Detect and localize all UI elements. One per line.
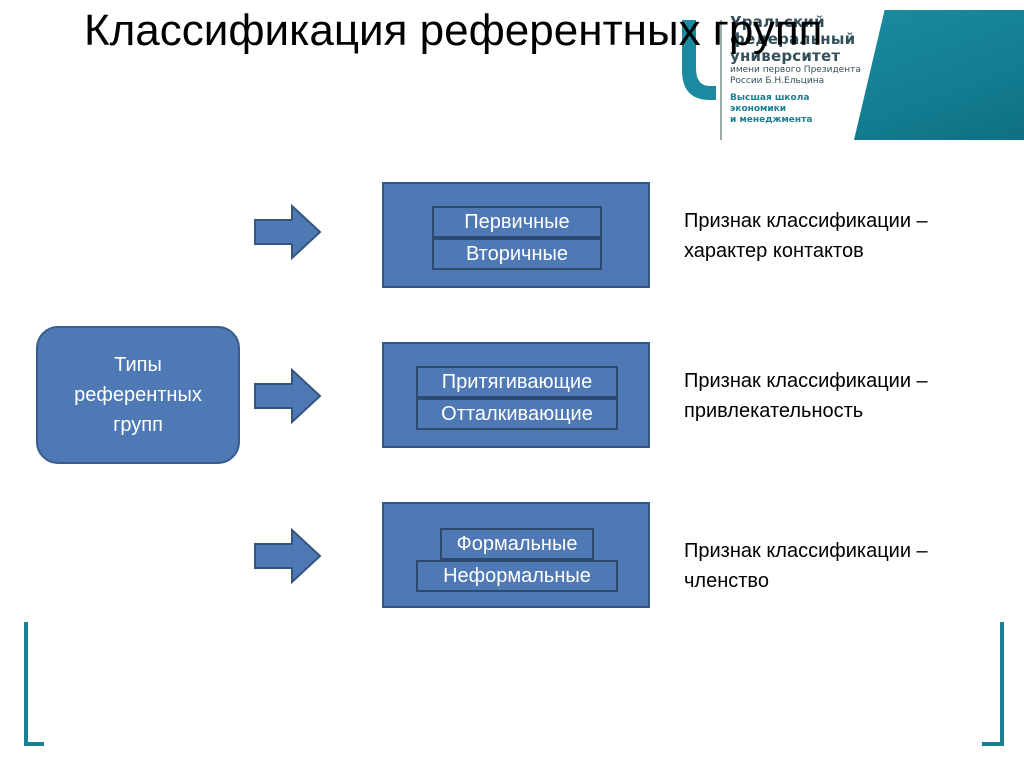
logo-line-4: имени первого Президента	[730, 65, 861, 75]
logo-line-8: и менеджмента	[730, 115, 813, 125]
decorative-corner-left	[24, 622, 44, 746]
arrow-right-icon	[254, 368, 322, 424]
logo-divider	[720, 20, 722, 140]
root-node-reference-group-types: Типы референтных групп	[36, 326, 240, 464]
item-formal: Формальные	[440, 528, 594, 560]
group-box-attractiveness: Притягивающие Отталкивающие	[382, 342, 650, 448]
logo-line-7: экономики	[730, 104, 787, 114]
criterion-attractiveness: Признак классификации – привлекательност…	[684, 366, 928, 426]
university-logo: Уральский федеральный университет имени …	[676, 0, 1024, 148]
logo-teal-band	[854, 10, 1024, 140]
item-informal: Неформальные	[416, 560, 618, 592]
arrow-right-icon	[254, 528, 322, 584]
logo-line-2: федеральный	[730, 30, 856, 48]
criterion-value: членство	[684, 570, 769, 592]
decorative-corner-right	[982, 622, 1004, 746]
logo-text: Уральский федеральный университет имени …	[730, 14, 861, 126]
criterion-membership: Признак классификации – членство	[684, 536, 928, 596]
logo-u-mark-icon	[682, 20, 716, 100]
criterion-contacts: Признак классификации – характер контакт…	[684, 206, 928, 266]
criterion-label: Признак классификации –	[684, 210, 928, 232]
criterion-value: характер контактов	[684, 240, 864, 262]
criterion-label: Признак классификации –	[684, 540, 928, 562]
criterion-value: привлекательность	[684, 400, 864, 422]
logo-line-6: Высшая школа	[730, 93, 810, 103]
item-secondary: Вторичные	[432, 238, 602, 270]
logo-line-1: Уральский	[730, 13, 825, 31]
criterion-label: Признак классификации –	[684, 370, 928, 392]
group-box-contacts: Первичные Вторичные	[382, 182, 650, 288]
logo-line-5: России Б.Н.Ельцина	[730, 76, 825, 86]
group-box-membership: Формальные Неформальные	[382, 502, 650, 608]
item-attracting: Притягивающие	[416, 366, 618, 398]
arrow-right-icon	[254, 204, 322, 260]
item-repelling: Отталкивающие	[416, 398, 618, 430]
item-primary: Первичные	[432, 206, 602, 238]
slide-title: Классификация референтных групп	[84, 6, 823, 55]
logo-line-3: университет	[730, 47, 841, 65]
